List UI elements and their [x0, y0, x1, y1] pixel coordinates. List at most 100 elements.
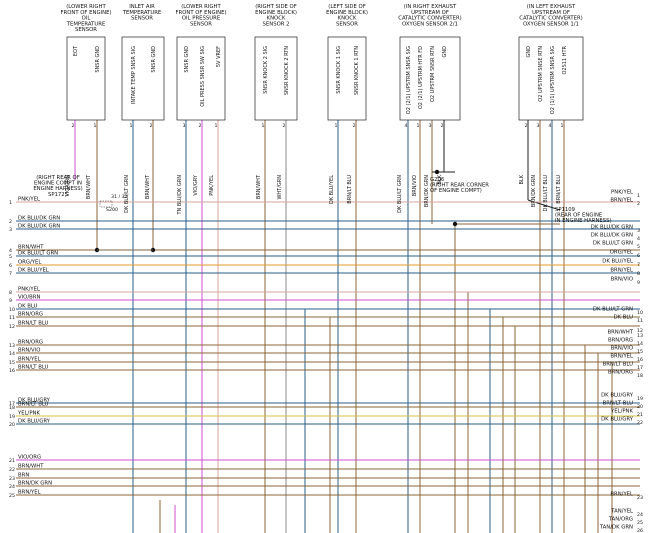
pin-number: 2	[353, 123, 356, 129]
row-number: 2	[637, 201, 640, 207]
right-row: ORG/YEL 6	[610, 250, 640, 260]
row-wire-label: YEL/PNK	[17, 411, 40, 417]
row-number: 11	[9, 315, 15, 321]
row-wire-label: BRN/LT BLU	[603, 401, 634, 407]
row-number: 1	[637, 193, 640, 199]
row-wire-label: PNK/YEL	[611, 190, 633, 196]
pin-label: GND	[526, 46, 532, 58]
row-number: 9	[9, 298, 12, 304]
component-caption: (RIGHT SIDE OF	[255, 4, 297, 10]
row-number: 25	[637, 520, 643, 526]
splice-label: ENGINE HARNESS)	[33, 186, 82, 192]
row-number: 15	[637, 349, 643, 355]
wire-label: BRN/LT BLU	[556, 175, 562, 204]
row-wire-label: BRN/ORG	[18, 312, 43, 318]
right-row: BRN/YEL 16	[610, 354, 643, 364]
splice-label: IN ENGINE HARNESS)	[555, 218, 612, 224]
pin-label: SNSR GND	[184, 46, 190, 73]
pin-number: 1	[215, 123, 218, 129]
wire-label: DK BLU/LT GRN	[397, 175, 403, 213]
row-wire-label: DK BLU/GRY	[18, 419, 51, 425]
wire-label: BRN/DK GRN	[424, 175, 430, 207]
row-wire-label: PNK/YEL	[18, 287, 40, 293]
component-caption: UPSTREAM OF	[411, 10, 449, 16]
component-caption: UPSTREAM OF	[532, 10, 570, 16]
component-caption: CATALYTIC CONVERTER)	[398, 16, 461, 22]
row-wire-label: TAN/ORG	[608, 517, 633, 523]
row-wire-label: BRN/ORG	[608, 370, 633, 376]
right-row: PNK/YEL 1	[611, 190, 640, 200]
component-caption: ENGINE BLOCK)	[326, 10, 368, 16]
splice-label: SP1109	[555, 207, 575, 213]
right-row: BRN/VIO 15	[611, 346, 643, 356]
row-number: 22	[637, 420, 643, 426]
row-number: 24	[637, 512, 643, 518]
splice-dot	[452, 221, 458, 227]
component-caption: TEMPERATURE	[122, 10, 162, 16]
row-wire-label: VIO/ORG	[18, 455, 41, 461]
row-wire-label: BRN/LT BLU	[18, 402, 49, 408]
row-number: 22	[9, 467, 15, 473]
component-caption: TEMPERATURE	[66, 21, 106, 27]
component-caption: OIL PRESSURE	[182, 16, 221, 22]
row-wire-label: DK BLU/DK GRN	[18, 216, 60, 222]
row-number: 11	[637, 318, 643, 324]
row-wire-label: BRN/YEL	[18, 357, 41, 363]
component-caption: ENGINE BLOCK)	[255, 10, 297, 16]
pin-number: 1	[335, 123, 338, 129]
row-wire-label: BRN/VIO	[611, 277, 633, 283]
row-wire-label: DK BLU	[18, 304, 38, 310]
row-wire-label: BRN/LT BLU	[603, 362, 634, 368]
pin-label: SNSR GND	[151, 46, 157, 73]
component-box	[254, 36, 298, 121]
component-caption: INLET AIR	[129, 4, 155, 10]
row-wire-label: DK BLU/GRY	[601, 417, 634, 423]
row-wire-label: BRN/YEL	[610, 268, 633, 274]
row-number: 16	[637, 357, 643, 363]
pin-number: 3	[183, 123, 186, 129]
pin-label: O2 UPSTRM SNSE RTN	[538, 46, 544, 102]
left-row: 2DK BLU/DK GRN	[9, 216, 640, 225]
row-number: 20	[9, 422, 15, 428]
row-number: 8	[637, 271, 640, 277]
row-wire-label: BRN/VIO	[611, 346, 633, 352]
component-caption: KNOCK	[267, 16, 286, 22]
s200-pins: 31 / 32	[111, 194, 128, 200]
pin-label: O2 UPSTRM SNSR RTN	[430, 46, 436, 102]
row-number: 6	[637, 253, 640, 259]
row-wire-label: ORG/YEL	[610, 250, 633, 256]
splice-dot	[434, 169, 440, 175]
component-caption: OXYGEN SENSOR 1/1	[523, 21, 579, 27]
row-number: 5	[637, 244, 640, 250]
row-number: 18	[9, 405, 15, 411]
row-wire-label: BRN/YEL	[610, 354, 633, 360]
wire-label: WHT/GRN	[277, 175, 283, 200]
row-number: 17	[9, 401, 15, 407]
splice-label: ENGINE COMPT IN	[34, 181, 82, 187]
pin-label: SNSR KNOCK 1 SIG	[336, 46, 342, 94]
pin-number: 2	[199, 123, 202, 129]
row-wire-label: DK BLU/LT GRN	[593, 241, 633, 247]
row-number: 10	[637, 310, 643, 316]
row-wire-label: BRN/WHT	[18, 464, 44, 470]
row-number: 6	[9, 263, 12, 269]
row-wire-label: BRN/WHT	[18, 245, 44, 251]
